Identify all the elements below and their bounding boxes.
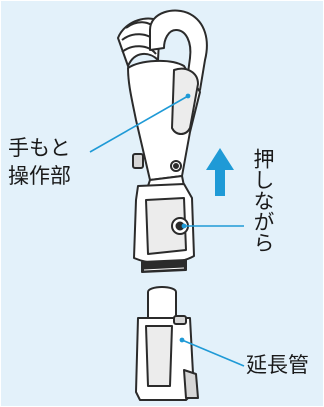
- handle-label: 手もと 操作部: [8, 134, 92, 190]
- leader-handle: [89, 95, 189, 153]
- leader-pipe: [181, 339, 245, 367]
- handle-label-line2: 操作部: [8, 164, 71, 188]
- handle-label-line1: 手もと: [8, 136, 71, 160]
- arrow-up-icon: [206, 148, 234, 196]
- leader-dots: [179, 93, 191, 343]
- extension-pipe: [135, 286, 199, 401]
- push-label: 押しながら: [251, 148, 275, 253]
- leader-lines: [89, 95, 245, 367]
- pipe-label: 延長管: [246, 353, 309, 377]
- connector: [133, 183, 195, 273]
- handle-body: [127, 9, 208, 199]
